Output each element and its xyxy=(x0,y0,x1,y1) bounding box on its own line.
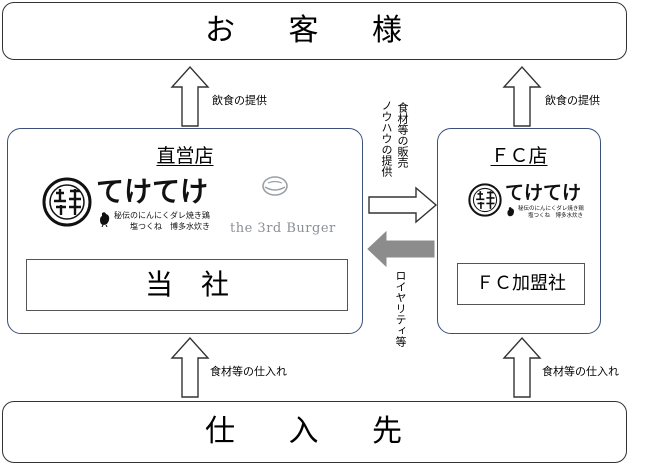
food-service-right-label: 飲食の提供 xyxy=(545,94,600,107)
food-service-left-label: 飲食の提供 xyxy=(212,94,267,107)
customers-label: お 客 様 xyxy=(204,13,425,48)
tekete-logo-sub2: 塩つくね 博多水炊き xyxy=(130,222,210,231)
arrow-right-sales xyxy=(368,186,438,224)
tekete-emblem-icon xyxy=(42,177,92,227)
burger-icon xyxy=(262,176,288,196)
direct-company-box: 当 社 xyxy=(26,259,348,311)
fc-rooster-icon xyxy=(507,207,514,217)
rooster-icon xyxy=(100,212,110,227)
suppliers-box: 仕 入 先 xyxy=(2,401,627,463)
fc-store-title: ＦＣ店 xyxy=(490,145,548,167)
tekete-logo-text: てけてけ xyxy=(96,175,209,208)
arrow-up-fc-to-customers xyxy=(502,65,542,127)
direct-store-panel: 直営店 てけてけ 秘伝のにんにくダレ焼き鶏 塩つくね 博多水炊き the 3rd… xyxy=(7,128,363,334)
tekete-logo: てけてけ 秘伝のにんにくダレ焼き鶏 塩つくね 博多水炊き xyxy=(42,175,222,235)
arrow-up-suppliers-to-direct xyxy=(170,336,210,398)
sales-label-line1: 食材等の販売 xyxy=(396,102,409,168)
direct-company-label: 当 社 xyxy=(144,268,229,301)
fc-tekete-logo-text: てけてけ xyxy=(505,182,582,204)
royalty-label: ロイヤリティ等 xyxy=(394,270,407,347)
purchase-right-label: 食材等の仕入れ xyxy=(542,365,619,378)
sales-label-line2: ノウハウの提供 xyxy=(380,100,393,177)
fc-tekete-logo-sub2: 塩つくね 博多水炊き xyxy=(528,213,584,219)
tekete-logo-sub1: 秘伝のにんにくダレ焼き鶏 xyxy=(114,211,210,220)
fc-tekete-emblem-icon xyxy=(468,183,502,217)
customers-box: お 客 様 xyxy=(2,2,627,60)
fc-tekete-logo-sub1: 秘伝のにんにくダレ焼き鶏 xyxy=(518,206,584,212)
third-burger-logo: the 3rd Burger xyxy=(230,175,335,236)
arrow-left-royalty xyxy=(367,230,435,268)
arrow-up-direct-to-customers xyxy=(170,65,210,127)
arrow-up-suppliers-to-fc xyxy=(502,336,542,398)
direct-store-title: 直営店 xyxy=(156,145,214,167)
third-burger-text: the 3rd Burger xyxy=(230,221,336,236)
fc-company-box: ＦＣ加盟社 xyxy=(457,263,585,305)
fc-company-label: ＦＣ加盟社 xyxy=(476,273,566,294)
purchase-left-label: 食材等の仕入れ xyxy=(210,365,287,378)
suppliers-label: 仕 入 先 xyxy=(204,414,425,449)
fc-tekete-logo: てけてけ 秘伝のにんにくダレ焼き鶏 塩つくね 博多水炊き xyxy=(468,181,588,225)
fc-store-panel: ＦＣ店 てけてけ 秘伝のにんにくダレ焼き鶏 塩つくね 博多水炊き ＦＣ加盟社 xyxy=(437,128,601,334)
